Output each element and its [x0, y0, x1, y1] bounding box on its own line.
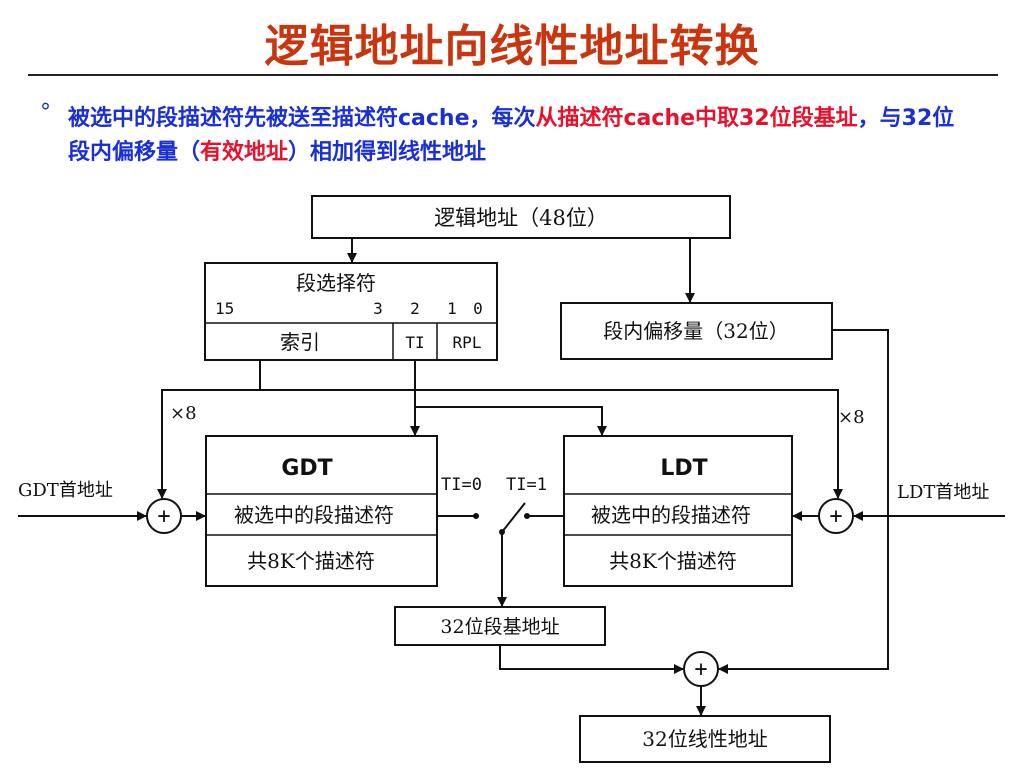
gdt-adder-icon: +: [146, 498, 182, 534]
ldt-base-address-label: LDT首地址: [897, 482, 989, 503]
selector-bit-2: 2: [410, 299, 420, 318]
gdt-selected-descriptor: 被选中的段描述符: [234, 503, 394, 527]
ldt-descriptor-count: 共8K个描述符: [609, 549, 737, 573]
gdt-descriptor-count: 共8K个描述符: [247, 549, 375, 573]
svg-text:+: +: [829, 504, 842, 529]
ldt-table: LDT 被选中的段描述符 共8K个描述符: [563, 435, 793, 587]
ldt-title: LDT: [660, 456, 707, 481]
page-title: 逻辑地址向线性地址转换: [264, 21, 760, 72]
bullet-text-part5: ）相加得到线性地址: [288, 140, 487, 165]
ldt-adder-icon: +: [818, 498, 854, 534]
bullet-marker: °: [40, 100, 51, 125]
linear-adder-icon: +: [683, 651, 719, 687]
flow-arrows: [18, 238, 1005, 716]
gdt-title: GDT: [281, 456, 332, 481]
selector-bit-0: 0: [473, 299, 483, 318]
bullet-text-highlight-1: 从描述符cache中取32位段基址: [535, 106, 858, 131]
selector-bit-3: 3: [373, 299, 383, 318]
offset-label: 段内偏移量（32位）: [603, 319, 788, 343]
gdt-table: GDT 被选中的段描述符 共8K个描述符: [205, 435, 438, 587]
bullet-text-part1: 被选中的段描述符先被送至描述符cache，每次: [68, 106, 536, 131]
selector-rpl-field: RPL: [453, 333, 482, 352]
logical-address-label: 逻辑地址（48位）: [434, 206, 608, 230]
ti1-label: TI=1: [506, 475, 547, 495]
segment-selector-box: 段选择符 15 3 2 1 0 索引 TI RPL: [204, 262, 498, 361]
ti0-label: TI=0: [441, 475, 482, 495]
title-divider: [28, 74, 998, 76]
linear-address-box: 32位线性地址: [579, 715, 831, 763]
selector-title: 段选择符: [296, 271, 376, 295]
bullet-text: 被选中的段描述符先被送至描述符cache，每次从描述符cache中取32位段基址…: [68, 102, 968, 170]
linear-address-label: 32位线性地址: [642, 727, 767, 751]
multiply-8-right-label: ×8: [838, 407, 865, 428]
multiply-8-left-label: ×8: [170, 403, 197, 424]
svg-text:+: +: [157, 504, 170, 529]
offset-box: 段内偏移量（32位）: [560, 302, 833, 360]
segment-base-box: 32位段基地址: [394, 606, 606, 646]
logical-address-box: 逻辑地址（48位）: [311, 195, 731, 239]
bullet-text-part3: ，与32位段内偏移量（: [68, 106, 955, 165]
gdt-base-address-label: GDT首地址: [18, 480, 113, 501]
segment-base-label: 32位段基地址: [440, 616, 559, 638]
svg-text:+: +: [694, 657, 707, 682]
selector-bit-1: 1: [447, 299, 457, 318]
switch-contacts: [473, 513, 530, 535]
ldt-selected-descriptor: 被选中的段描述符: [591, 503, 751, 527]
selector-ti-field: TI: [405, 333, 424, 352]
bullet-text-highlight-2: 有效地址: [200, 140, 289, 165]
selector-index-field: 索引: [280, 330, 320, 354]
selector-bit-15: 15: [215, 299, 234, 318]
